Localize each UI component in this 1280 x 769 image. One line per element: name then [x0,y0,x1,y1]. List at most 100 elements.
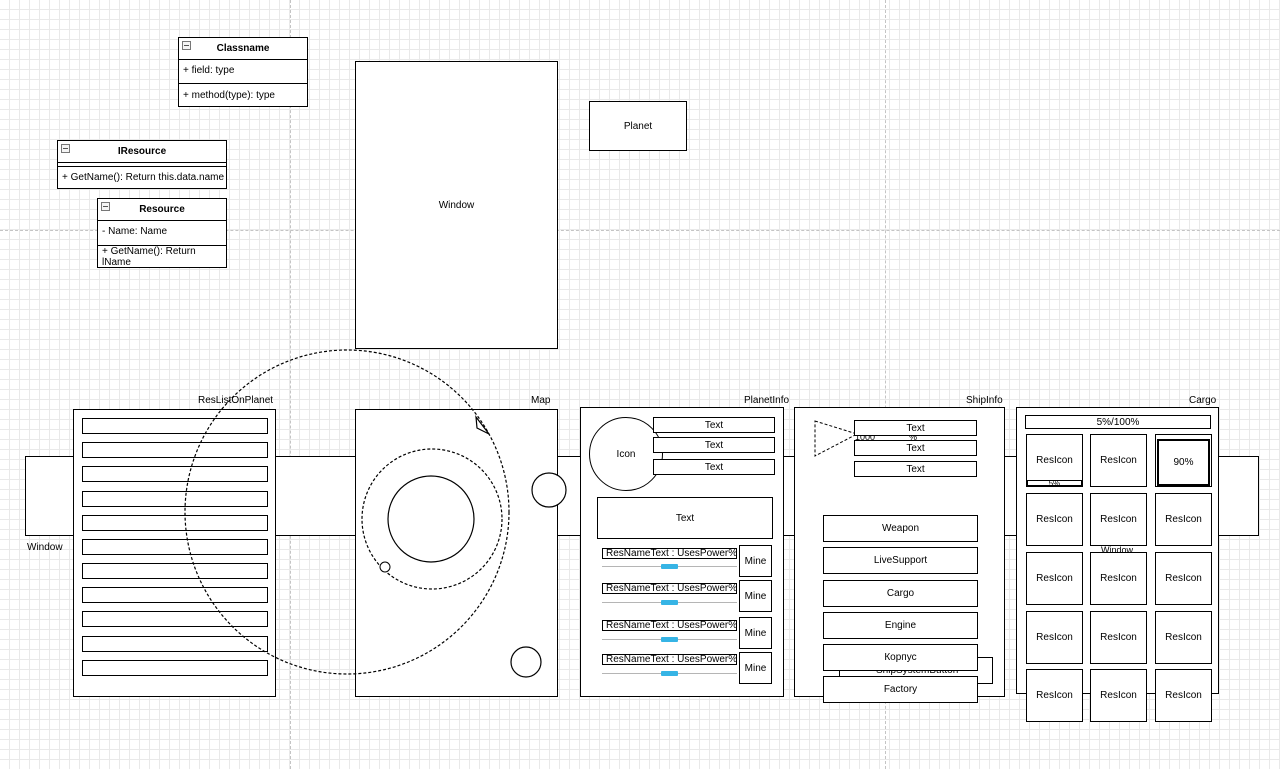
cargo-cell[interactable]: ResIcon [1155,669,1212,722]
resource-slider-thumb[interactable] [661,564,678,569]
cargo-cell[interactable]: ResIcon [1155,493,1212,546]
window-label: Window [438,199,475,211]
collapse-icon[interactable] [182,41,191,50]
list-item[interactable] [82,418,268,434]
cargo-cell[interactable]: ResIcon [1026,669,1083,722]
cargo-cell[interactable]: ResIcon [1026,552,1083,605]
uml-divider [58,166,226,167]
collapse-icon[interactable] [61,144,70,153]
ship-system-button-weapon[interactable]: Weapon [823,515,978,542]
uml-class-resource[interactable]: Resource - Name: Name + GetName(): Retur… [97,198,227,268]
window-strip-label: Window [27,542,63,553]
shipinfo-title: ShipInfo [966,395,1003,406]
uml-divider [179,83,307,84]
cargo-cell[interactable]: ResIcon [1090,552,1147,605]
planetinfo-title: PlanetInfo [744,395,790,406]
reslist-panel[interactable] [73,409,276,697]
cargo-capacity-bar: 5%/100% [1025,415,1211,429]
mine-button[interactable]: Mine [739,617,772,649]
ship-system-button-factory[interactable]: Factory [823,676,978,703]
list-item[interactable] [82,636,268,652]
planet-text-row: Text [653,437,775,453]
mine-button[interactable]: Mine [739,580,772,612]
resource-slider-thumb[interactable] [661,600,678,605]
list-item[interactable] [82,466,268,482]
planetinfo-panel[interactable]: Icon Text Text Text Text ResNameText : U… [580,407,784,697]
cargo-cell[interactable]: ResIcon [1026,493,1083,546]
uml-field: + field: type [183,65,235,76]
shipinfo-panel[interactable]: 1000 % Text Text Text Weapon LiveSupport… [794,407,1005,703]
side-planet-icon[interactable] [531,472,567,508]
resource-slider-thumb[interactable] [661,637,678,642]
resource-name-text: ResNameText : UsesPower% [602,548,737,559]
uml-method: + GetName(): Return this.data.name [62,171,225,183]
icon-label: Icon [616,448,636,460]
list-item[interactable] [82,539,268,555]
cargo-cell[interactable]: ResIcon [1155,611,1212,664]
planet-text-row: Text [653,459,775,475]
collapse-icon[interactable] [101,202,110,211]
horizontal-guide-line [0,230,1280,231]
window-frame[interactable]: Window [355,61,558,349]
ship-system-button-hull[interactable]: Корпус [823,644,978,671]
cargo-cell[interactable]: ResIcon [1090,434,1147,487]
cargo-highlight-overlay: 90% [1157,439,1210,486]
cargo-window-label: Window [1101,545,1134,555]
ship-system-button-engine[interactable]: Engine [823,612,978,639]
resource-name-text: ResNameText : UsesPower% [602,583,737,594]
planet-label: Planet [623,120,653,132]
resource-name-text: ResNameText : UsesPower% [602,654,737,665]
ship-text-row: Text [854,420,977,436]
cargo-cell[interactable]: ResIcon [1026,611,1083,664]
uml-class-header: Classname [179,38,307,60]
planet-text-row: Text [653,417,775,433]
moon-icon[interactable] [379,561,391,573]
small-planet-icon[interactable] [510,646,542,678]
uml-class-title: Classname [216,43,270,54]
resource-slider-thumb[interactable] [661,671,678,676]
planet-box[interactable]: Planet [589,101,687,151]
partial-percent: % [909,432,918,442]
ship-system-button-cargo[interactable]: Cargo [823,580,978,607]
uml-class-header: IResource [58,141,226,163]
list-item[interactable] [82,660,268,676]
ship-text-row: Text [854,461,977,477]
uml-divider [98,245,226,246]
inner-orbit-path [361,448,503,590]
uml-field: - Name: Name [102,225,168,237]
list-item[interactable] [82,563,268,579]
partial-text: 1000 [855,432,876,442]
list-item[interactable] [82,587,268,603]
list-item[interactable] [82,515,268,531]
ship-system-button-livesupport[interactable]: LiveSupport [823,547,978,574]
uml-class-title: IResource [117,146,167,157]
planet-text-block: Text [597,497,773,539]
arrow-head-icon [475,414,490,435]
cargo-cell-selected[interactable]: 90% [1155,434,1212,487]
uml-method: + GetName(): Return lName [102,246,196,268]
cargo-cell[interactable]: ResIcon [1026,434,1083,487]
list-item[interactable] [82,491,268,507]
central-planet-icon[interactable] [387,475,475,563]
cargo-cell[interactable]: ResIcon [1090,611,1147,664]
resource-name-text: ResNameText : UsesPower% [602,620,737,631]
mine-button[interactable]: Mine [739,545,772,577]
cargo-cell[interactable]: ResIcon [1155,552,1212,605]
mine-button[interactable]: Mine [739,652,772,684]
cargo-cell[interactable]: ResIcon [1090,669,1147,722]
ship-text-row: Text [854,440,977,456]
uml-class-header: Resource [98,199,226,221]
uml-class-classname[interactable]: Classname + field: type + method(type): … [178,37,308,107]
list-item[interactable] [82,442,268,458]
reslist-title: ResListOnPlanet [198,395,274,406]
cargo-cell[interactable]: ResIcon [1090,493,1147,546]
vertical-guide-line [885,0,886,769]
cargo-small-percent: 5% [1027,480,1082,488]
vertical-guide-line [290,0,291,769]
planet-icon: Icon [589,417,663,491]
cargo-title: Cargo [1189,395,1217,406]
uml-method: + method(type): type [183,89,275,101]
outer-orbit-path [184,349,510,675]
uml-class-iresource[interactable]: IResource + GetName(): Return this.data.… [57,140,227,189]
